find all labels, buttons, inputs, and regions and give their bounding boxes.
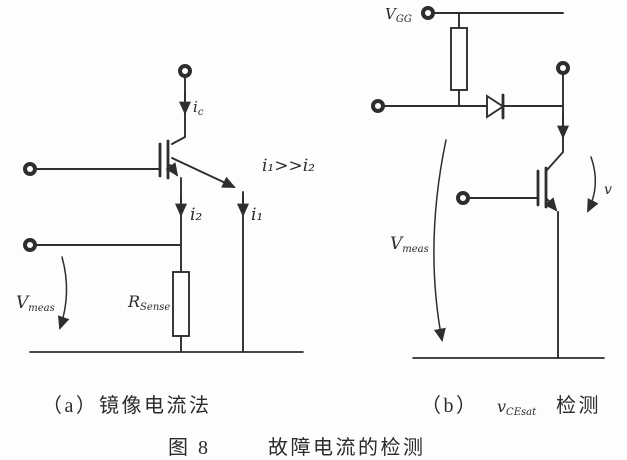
label-ic: ic [193, 98, 204, 118]
subfigure-b: VGG Vmeas v [371, 5, 612, 359]
sense-terminal-b [371, 99, 385, 113]
label-i1: i₁ [251, 205, 263, 225]
vmeas-arc-a [57, 256, 70, 330]
vgg-terminal [421, 6, 435, 20]
igbt-a-collector-lead [171, 136, 186, 145]
caption-a: （a）镜像电流法 [42, 394, 212, 417]
igbt-a-main-emitter-arrow [171, 157, 236, 188]
gate-terminal-a [23, 162, 37, 176]
collector-terminal-a [178, 64, 192, 78]
caption-b-variable: vCEsat [497, 397, 537, 418]
gate-terminal-b [456, 191, 470, 205]
label-i2: i₂ [190, 205, 202, 225]
diode [486, 94, 505, 119]
label-relation-i1-i2: i₁>>i₂ [262, 156, 315, 176]
caption-b-text: 检测 [556, 394, 601, 417]
label-rsense: RSense [127, 292, 170, 313]
resistor-rsense [172, 271, 190, 337]
label-vce: v [604, 182, 612, 198]
vmeas-arc-b [433, 139, 447, 342]
label-vmeas-a: Vmeas [16, 293, 55, 314]
igbt-b-collector-lead [546, 151, 564, 171]
igbt-a-sense-emitter-arrow [165, 162, 179, 177]
collector-terminal-b [556, 61, 570, 75]
resistor-b [450, 27, 468, 91]
subfigure-a: ic i₂ i₁ i₁>>i₂ Vmeas RSense [16, 64, 315, 353]
caption-b-index: （b） [421, 394, 479, 417]
vce-arc [587, 156, 599, 213]
measure-terminal-a [23, 238, 37, 252]
igbt-b-emitter-arrow [544, 197, 558, 212]
label-vmeas-b: Vmeas [390, 234, 429, 255]
label-vgg: VGG [385, 5, 412, 25]
